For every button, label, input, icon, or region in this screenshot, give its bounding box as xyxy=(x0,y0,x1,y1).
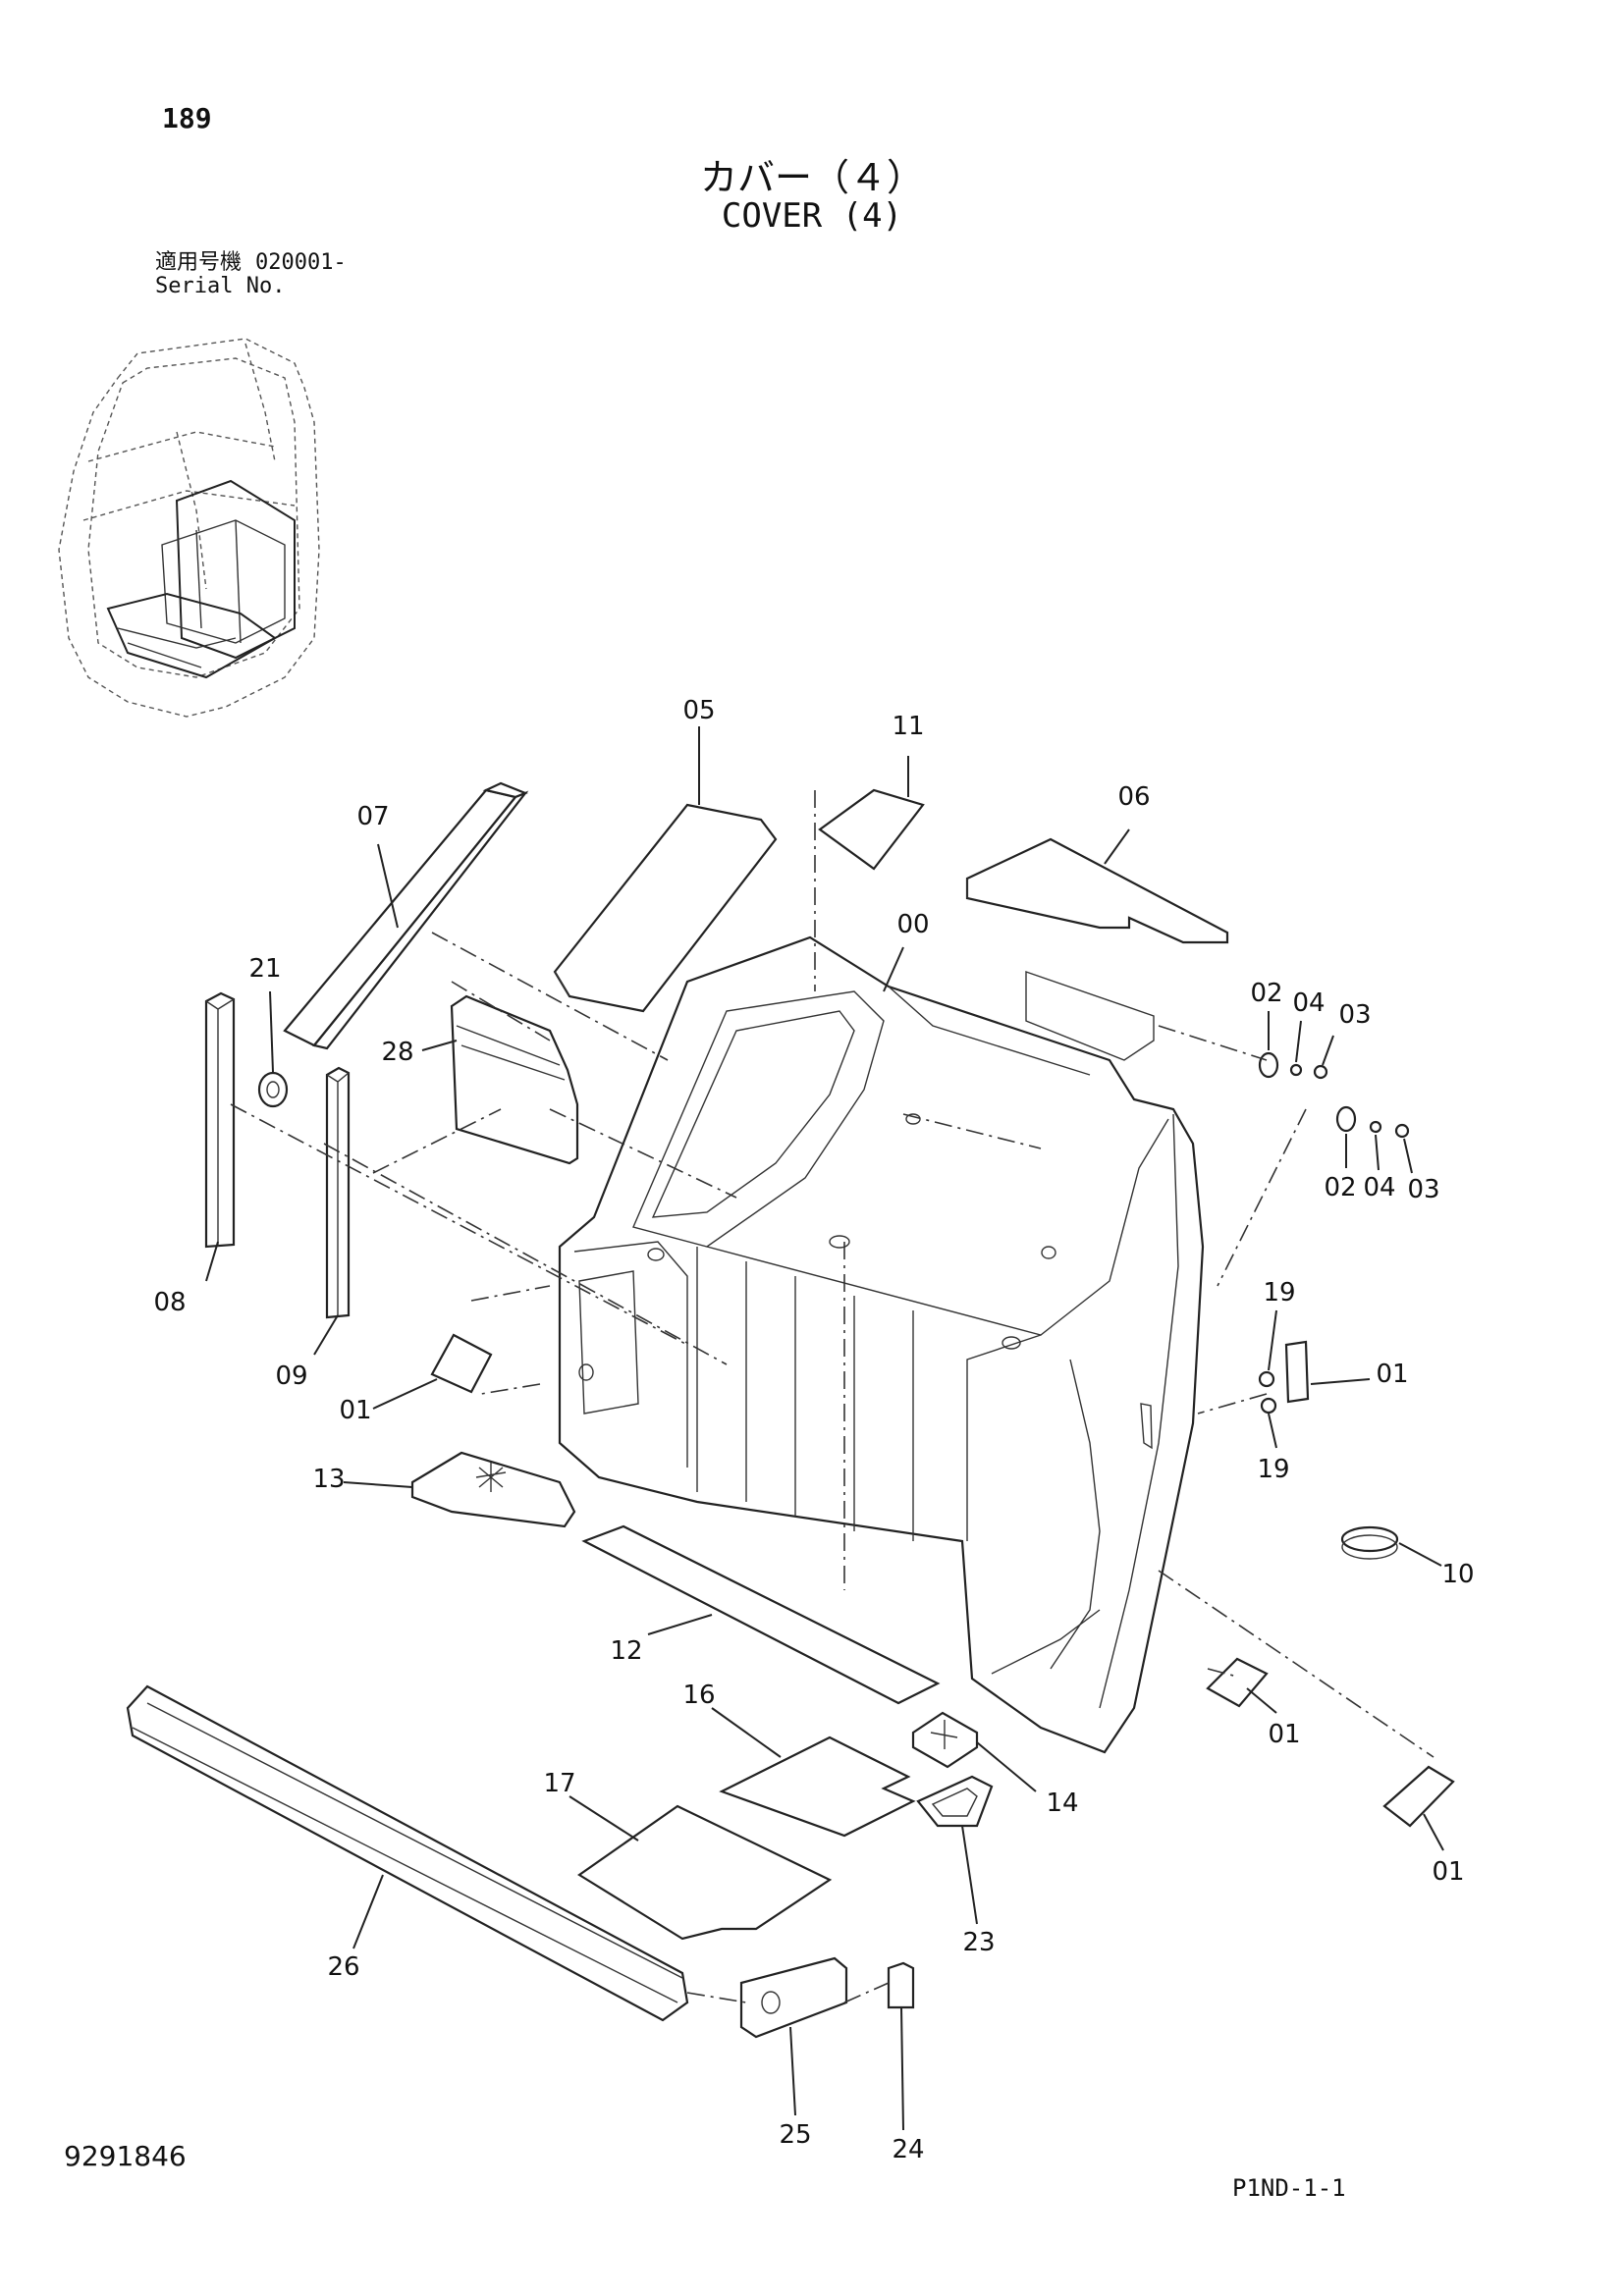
callout-10: 10 xyxy=(1441,1560,1474,1589)
part-11-sheet xyxy=(818,788,925,871)
page-code: P1ND-1-1 xyxy=(1232,2174,1346,2202)
page-title-japanese: カバー（４） xyxy=(699,156,924,199)
part-02-washer-lower xyxy=(1335,1105,1357,1133)
part-10-plug xyxy=(1340,1525,1399,1560)
callout-03-upper: 03 xyxy=(1338,1000,1371,1030)
callout-01-left: 01 xyxy=(339,1396,371,1425)
callout-13: 13 xyxy=(312,1465,345,1494)
callout-17: 17 xyxy=(543,1769,575,1798)
leader-lines xyxy=(205,726,1444,2131)
callout-02-upper: 02 xyxy=(1250,979,1282,1008)
callout-11: 11 xyxy=(892,712,924,741)
part-16-pad xyxy=(719,1735,916,1838)
callout-09: 09 xyxy=(275,1362,307,1391)
part-00-main-cover xyxy=(558,935,1205,1754)
part-04-lockwasher-upper xyxy=(1289,1063,1303,1077)
phantom-lines xyxy=(230,790,1435,2003)
part-01-pad-left xyxy=(430,1333,493,1394)
part-08-bar xyxy=(204,991,236,1249)
part-26-rail xyxy=(126,1684,689,2022)
part-07-strip xyxy=(283,781,529,1050)
callout-06: 06 xyxy=(1117,782,1150,812)
callout-26: 26 xyxy=(327,1952,359,1982)
part-01-pad-bottom xyxy=(1206,1657,1269,1708)
serial-label-english: Serial No. xyxy=(155,274,286,298)
callout-04-upper: 04 xyxy=(1292,988,1325,1018)
callout-21: 21 xyxy=(248,954,281,984)
part-03-nut-upper xyxy=(1313,1064,1328,1080)
document-number: 9291846 xyxy=(64,2140,187,2172)
callout-01-corner: 01 xyxy=(1432,1857,1464,1887)
part-21-washer xyxy=(257,1071,289,1108)
part-05-pad xyxy=(553,803,778,1013)
part-24-spacer xyxy=(887,1961,915,2009)
callout-08: 08 xyxy=(153,1288,186,1317)
callout-labels: 05 11 07 06 00 21 02 04 03 28 02 04 03 0… xyxy=(153,696,1474,2164)
part-03-nut-lower xyxy=(1394,1123,1410,1139)
callout-14: 14 xyxy=(1046,1789,1078,1818)
part-14-block xyxy=(911,1711,979,1769)
callout-19-lower: 19 xyxy=(1257,1455,1289,1484)
part-12-long-pad xyxy=(581,1524,941,1705)
part-19-nut-upper xyxy=(1258,1370,1275,1388)
part-13-block xyxy=(410,1451,576,1528)
callout-16: 16 xyxy=(682,1681,715,1710)
callout-19-upper: 19 xyxy=(1263,1278,1295,1308)
callout-05: 05 xyxy=(682,696,715,725)
serial-info: 適用号機 020001- Serial No. xyxy=(155,251,347,298)
part-19-nut-lower xyxy=(1260,1397,1277,1415)
callout-12: 12 xyxy=(610,1636,642,1666)
callout-01-bottom: 01 xyxy=(1268,1720,1300,1749)
callout-04-lower: 04 xyxy=(1363,1173,1395,1202)
part-06-panel xyxy=(965,837,1229,944)
page-title-english: COVER (4) xyxy=(721,196,903,236)
callout-23: 23 xyxy=(962,1928,995,1957)
part-25-bracket xyxy=(739,1956,848,2039)
callout-24: 24 xyxy=(892,2135,924,2164)
part-02-washer-upper xyxy=(1258,1051,1279,1079)
part-28-bracket xyxy=(450,994,579,1165)
callout-07: 07 xyxy=(356,802,389,831)
part-01-pad-right xyxy=(1284,1340,1310,1404)
part-04-lockwasher-lower xyxy=(1369,1120,1382,1134)
callout-00: 00 xyxy=(896,910,929,939)
part-01-pad-corner xyxy=(1382,1765,1455,1828)
callout-02-lower: 02 xyxy=(1324,1173,1356,1202)
part-17-pad xyxy=(577,1804,833,1941)
callout-01-right: 01 xyxy=(1376,1360,1408,1389)
part-09-bar xyxy=(325,1066,351,1319)
page-number: 189 xyxy=(162,102,212,134)
location-thumbnail xyxy=(58,338,320,718)
callout-03-lower: 03 xyxy=(1407,1175,1439,1204)
callout-25: 25 xyxy=(779,2120,811,2150)
serial-label-japanese: 適用号機 xyxy=(155,250,243,275)
callout-28: 28 xyxy=(381,1038,413,1067)
serial-value: 020001- xyxy=(255,250,347,275)
part-23-gasket xyxy=(916,1775,994,1828)
